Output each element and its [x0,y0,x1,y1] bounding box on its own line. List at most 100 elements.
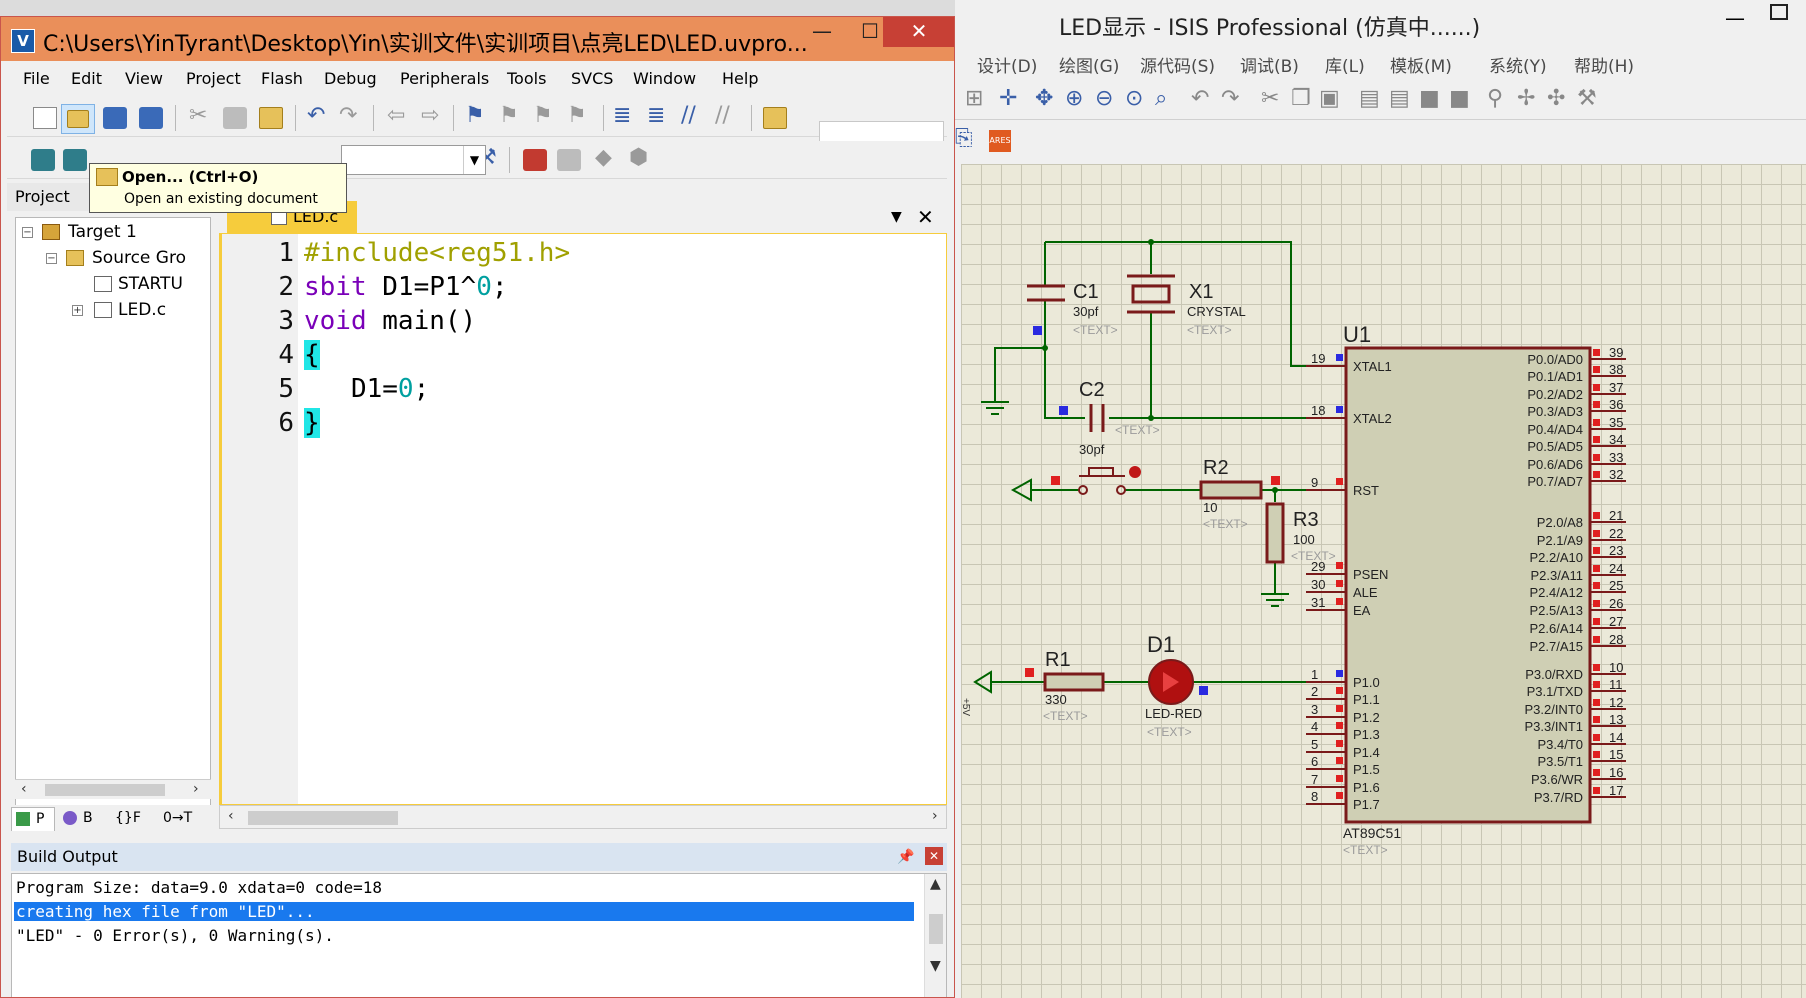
scroll-thumb[interactable] [929,914,943,944]
code-editor[interactable]: 1 2 3 4 5 6 #include<reg51.h> sbit D1=P1… [219,233,947,805]
capacitor-c2[interactable]: C2 30pf <TEXT> [1079,379,1160,457]
project-hscrollbar[interactable]: ‹ › [15,779,211,799]
led-d1[interactable]: D1 LED-RED <TEXT> [1145,632,1202,739]
isis-menu-system[interactable]: 系统(Y) [1489,57,1547,77]
paste-icon[interactable] [259,107,283,129]
menu-view[interactable]: View [125,69,163,88]
tree-item-led-c[interactable]: LED.c [118,300,167,320]
editor-close-icon[interactable]: ✕ [917,205,934,229]
keil-maximize-button[interactable]: ☐ [861,19,879,43]
chip-pin-p1-4[interactable]: 5P1.4 [1306,737,1380,760]
tree-collapse-icon[interactable]: − [46,253,57,264]
undo-icon[interactable]: ↶ [1191,86,1210,111]
scroll-thumb[interactable] [45,784,165,796]
menu-svcs[interactable]: SVCS [571,69,614,88]
tab-project[interactable]: P [11,807,55,831]
redo-icon[interactable]: ↷ [339,103,358,128]
paste-icon[interactable]: ▣ [1319,86,1340,111]
keil-title-bar[interactable]: V C:\Users\YinTyrant\Desktop\Yin\实训文件\实训… [1,17,954,61]
chip-pin-p1-0[interactable]: 1P1.0 [1306,667,1380,690]
chip-pin-p1-1[interactable]: 2P1.1 [1306,684,1380,707]
pan-icon[interactable]: ✥ [1035,86,1054,111]
capacitor-c1[interactable]: C1 30pf <TEXT> [1027,281,1118,337]
scroll-left-icon[interactable]: ‹ [21,781,27,797]
select-packs-icon[interactable] [557,149,581,171]
build-vscrollbar[interactable]: ▲ ▼ [924,874,946,997]
cut-icon[interactable]: ✂ [1261,86,1280,111]
chip-pin-p1-5[interactable]: 6P1.5 [1306,754,1380,777]
scroll-thumb[interactable] [248,811,398,825]
chip-pin-p1-6[interactable]: 7P1.6 [1306,772,1380,795]
isis-menu-graph[interactable]: 绘图(G) [1059,57,1120,77]
pack-installer-icon[interactable]: ◆ [595,145,612,170]
make-device-icon[interactable]: ✢ [1517,86,1536,111]
isis-title-bar[interactable]: LED显示 - ISIS Professional (仿真中......) — [955,0,1806,46]
build-icon[interactable] [63,149,87,171]
comment-icon[interactable]: // [681,103,696,128]
manage-rte-icon[interactable]: ⬢ [629,145,649,170]
uncomment-icon[interactable]: // [715,103,730,128]
block-delete-icon[interactable]: ■ [1449,86,1470,111]
indent-icon[interactable]: ≣ [613,103,632,128]
menu-file[interactable]: File [23,69,50,88]
tree-expand-icon[interactable]: + [72,305,83,316]
scroll-up-icon[interactable]: ▲ [930,876,941,892]
isis-menu-template[interactable]: 模板(M) [1390,57,1452,77]
keil-minimize-button[interactable]: — [812,19,832,43]
zoom-all-icon[interactable]: ⊙ [1125,86,1144,111]
tree-collapse-icon[interactable]: − [22,227,33,238]
menu-flash[interactable]: Flash [261,69,303,88]
decompose-icon[interactable]: ⚒ [1577,86,1597,111]
target-select[interactable]: ▼ [341,145,486,175]
bookmark-clear-icon[interactable]: ⚑ [567,103,587,128]
build-output-area[interactable]: Program Size: data=9.0 xdata=0 code=18 c… [11,873,947,997]
menu-window[interactable]: Window [633,69,697,88]
chip-pin-p1-2[interactable]: 3P1.2 [1306,702,1380,725]
reset-button[interactable] [1078,466,1141,495]
netlist-icon[interactable]: ⎘ [955,126,973,151]
crystal-x1[interactable]: X1 CRYSTAL <TEXT> [1127,274,1246,337]
bookmark-icon[interactable]: ⚑ [465,103,485,128]
zoom-in-icon[interactable]: ⊕ [1065,86,1084,111]
tab-list-dropdown-icon[interactable]: ▼ [891,209,902,225]
zoom-area-icon[interactable]: ⌕ [1155,86,1168,111]
resistor-r3[interactable]: R3 100 <TEXT> [1265,502,1336,564]
unindent-icon[interactable]: ≣ [647,103,666,128]
close-icon[interactable]: ✕ [925,847,943,865]
isis-minimize-button[interactable]: — [1725,6,1745,30]
cut-icon[interactable]: ✂ [189,103,208,128]
zoom-out-icon[interactable]: ⊖ [1095,86,1114,111]
undo-icon[interactable]: ↶ [307,103,326,128]
menu-peripherals[interactable]: Peripherals [400,69,490,88]
package-tool-icon[interactable]: ✣ [1547,86,1566,111]
chip-pin-p1-3[interactable]: 4P1.3 [1306,719,1380,742]
isis-menu-source[interactable]: 源代码(S) [1140,57,1216,77]
menu-project[interactable]: Project [186,69,241,88]
bookmark-prev-icon[interactable]: ⚑ [499,103,519,128]
menu-debug[interactable]: Debug [324,69,377,88]
tab-functions[interactable]: {}F [111,807,159,831]
tab-templates[interactable]: 0→T [159,807,207,831]
